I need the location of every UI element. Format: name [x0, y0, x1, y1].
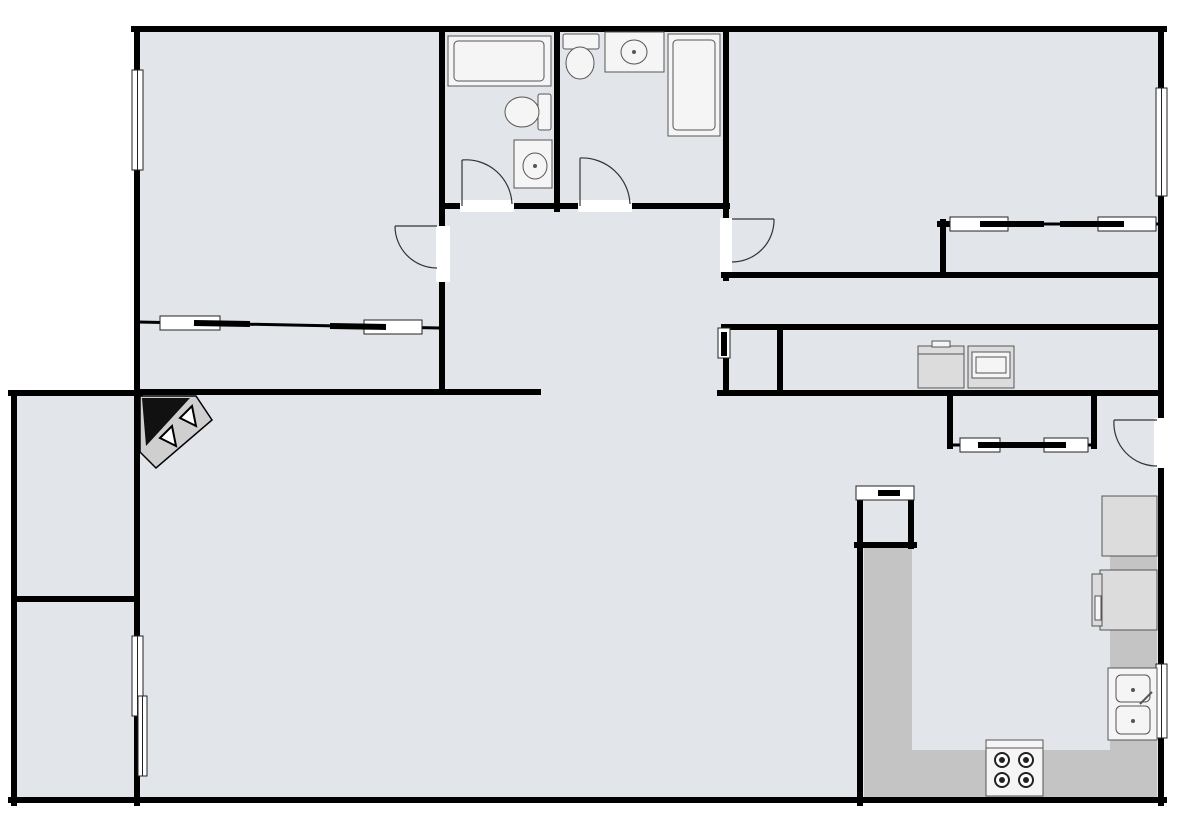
- living-room-floor: [138, 392, 860, 800]
- bathtub-icon: [667, 33, 721, 137]
- closet-rod-icon: [329, 319, 423, 335]
- closet-doors: [137, 216, 1158, 501]
- central-hall-floor: [442, 206, 724, 396]
- sink-icon: [604, 31, 665, 73]
- closet-rod-icon: [959, 437, 1030, 453]
- sink-icon: [513, 139, 553, 189]
- door-swing-icon: [1113, 419, 1158, 467]
- closet-rod-icon: [949, 216, 1044, 232]
- double-sink-icon: [1107, 667, 1158, 741]
- door-swing-icon: [717, 327, 731, 359]
- fixtures: [139, 31, 1158, 797]
- window-icon: [137, 695, 148, 777]
- balcony-upper-floor: [16, 396, 134, 598]
- fireplace-icon: [139, 395, 213, 470]
- window-icon: [131, 69, 144, 171]
- door-swing-icon: [731, 218, 775, 263]
- stove-icon: [985, 739, 1044, 797]
- bathtub-icon: [447, 35, 552, 87]
- closet-rod-icon: [1060, 216, 1157, 232]
- toilet-icon: [562, 33, 600, 80]
- washer-icon: [917, 340, 965, 389]
- window-icon: [1155, 87, 1168, 197]
- door-swing-icon: [461, 159, 513, 206]
- window-icon: [1155, 663, 1168, 739]
- closet-rod-icon: [159, 315, 251, 331]
- closet-rod-icon: [1030, 437, 1089, 453]
- doors: [394, 157, 1168, 468]
- door-swing-icon: [579, 157, 631, 206]
- toilet-icon: [504, 93, 552, 131]
- closet-rod-icon: [855, 485, 915, 501]
- door-swing-icon: [394, 225, 438, 269]
- refrigerator-icon: [1101, 495, 1158, 557]
- bedroom-left-floor: [138, 32, 442, 390]
- dryer-icon: [967, 345, 1015, 389]
- balcony-lower-floor: [16, 602, 134, 798]
- refrigerator-icon: [1091, 569, 1158, 631]
- windows: [131, 69, 1168, 777]
